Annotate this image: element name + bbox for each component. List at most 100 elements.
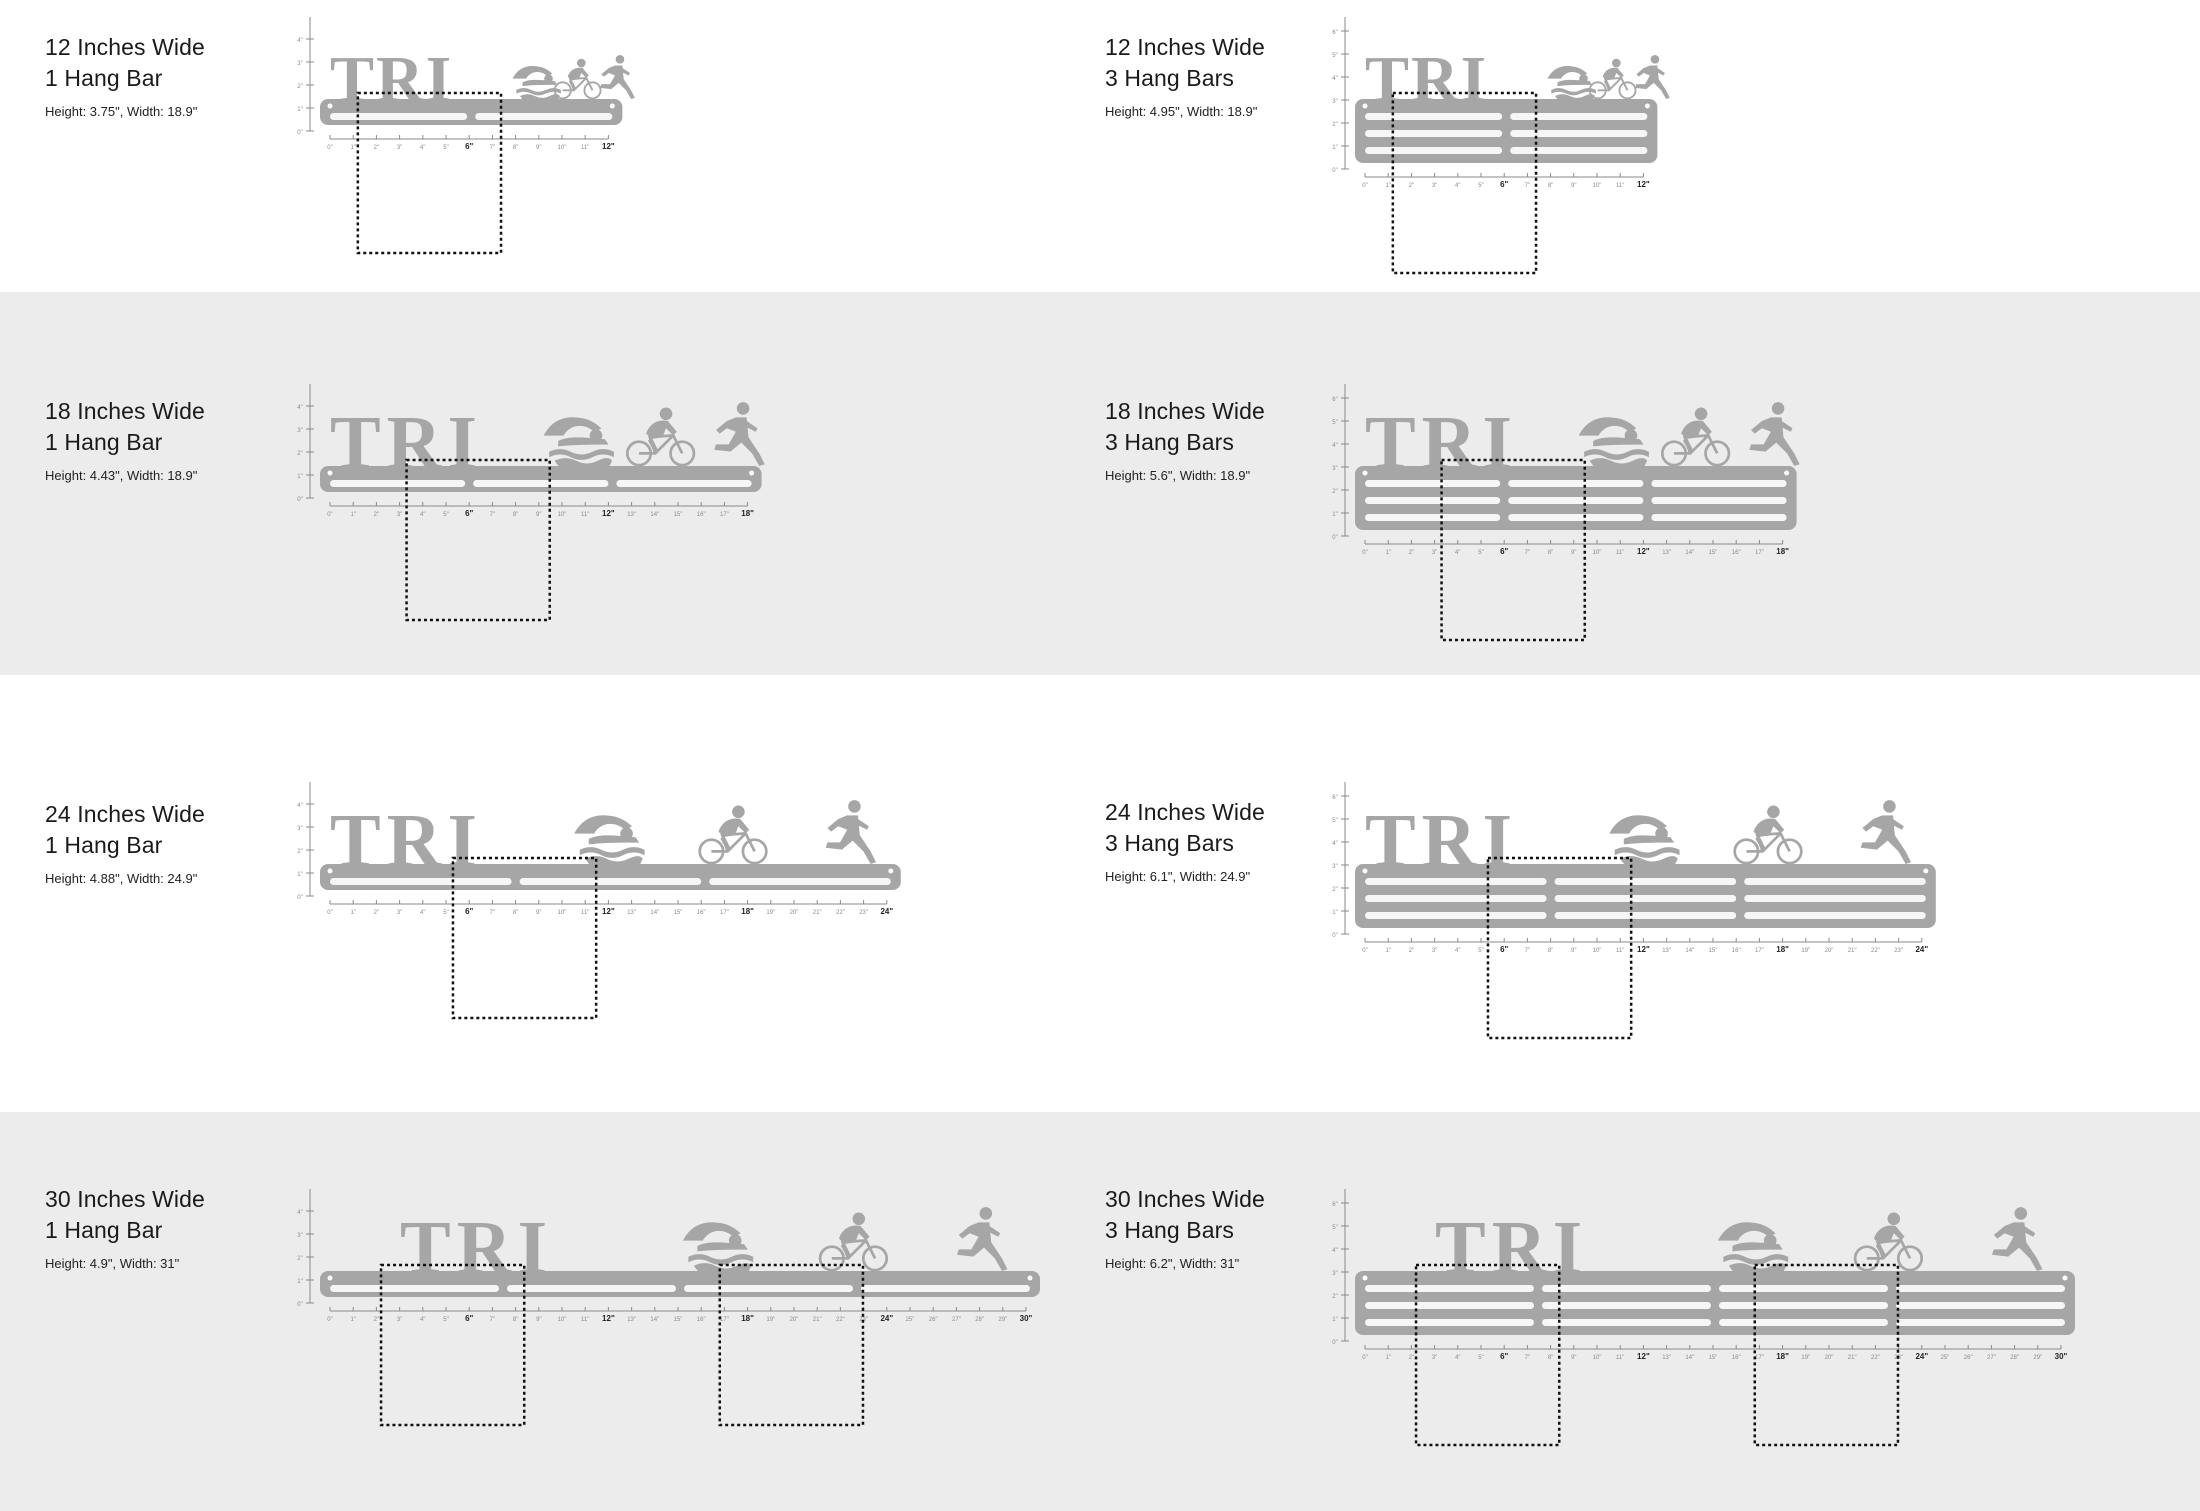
ruler-tick-label: 8" — [1548, 948, 1553, 954]
ruler-tick-label: 25" — [1941, 1355, 1950, 1361]
ruler-tick-label: 14" — [1685, 1355, 1694, 1361]
mount-hole — [1644, 103, 1650, 109]
runner-head — [736, 402, 750, 415]
ruler-tick-label: 17" — [1755, 948, 1764, 954]
ruler-tick-label: 14" — [1685, 948, 1694, 954]
wave-bottom — [585, 856, 643, 867]
hang-plate — [319, 466, 762, 493]
horizontal-ruler: 0"1"2"3"4"5"6"7"8"9"10"11"12"13"14"15"16… — [1362, 1345, 2068, 1361]
ruler-tick-label: 8" — [1548, 550, 1553, 556]
ruler-tick-label: 0" — [297, 130, 302, 136]
cyclist-icon — [1853, 1212, 1924, 1272]
mount-hole — [1362, 868, 1368, 874]
swimmer-icon — [1547, 66, 1596, 102]
hang-bar-slot — [1365, 1285, 1534, 1292]
wheel-front — [669, 440, 696, 467]
wave-bottom — [1620, 856, 1678, 867]
ruler-tick-label: 16" — [697, 512, 706, 518]
hang-bar-slot — [1896, 1302, 2065, 1309]
width-title: 24 Inches Wide — [45, 801, 205, 827]
cyclist-icon — [698, 805, 768, 865]
cyclist-head — [576, 58, 586, 68]
ruler-tick-label: 11" — [1616, 183, 1624, 189]
hang-bar-slot — [1651, 514, 1787, 522]
runner-head — [979, 1207, 993, 1220]
swimmer-body — [1557, 79, 1593, 87]
wave-bottom — [1589, 458, 1648, 469]
ruler-tick-label: 11" — [1616, 948, 1624, 954]
ruler-tick-label: 6" — [465, 509, 473, 518]
runner-icon — [1749, 402, 1800, 467]
runner-arm — [987, 1226, 1001, 1237]
ruler-tick-label: 18" — [741, 1314, 754, 1323]
cyclist-leg — [568, 79, 577, 91]
hang-bar-slot — [1364, 113, 1503, 121]
runner-icon — [600, 54, 635, 100]
variant-24-3bar: 24 Inches Wide 3 Hang Bars Height: 6.1",… — [1060, 675, 2160, 1112]
dimensions: Height: 4.43", Width: 18.9" — [45, 468, 198, 483]
ruler-tick-label: 10" — [1593, 948, 1602, 954]
swimmer-arm — [683, 1222, 741, 1241]
cyclist-leg — [1875, 1242, 1887, 1259]
ruler-tick-label: 2" — [374, 512, 379, 518]
bar-count: 1 Hang Bar — [45, 832, 163, 858]
ruler-tick-label: 0" — [1332, 933, 1337, 939]
ruler-tick-label: 9" — [1571, 183, 1576, 189]
hang-bar-slot — [1508, 480, 1644, 488]
cyclist-head — [659, 407, 673, 421]
ruler-tick-label: 1" — [1332, 512, 1337, 518]
ruler-tick-label: 5" — [443, 512, 448, 518]
wave-bottom — [554, 458, 613, 469]
ruler-tick-label: 0" — [1332, 1340, 1337, 1346]
ruler-tick-label: 5" — [1332, 1225, 1337, 1231]
mount-hole — [749, 470, 755, 476]
ruler-tick-label: 2" — [297, 849, 302, 855]
hang-bar-slot — [1896, 1319, 2065, 1326]
ruler-tick-label: 10" — [1593, 183, 1602, 189]
vertical-ruler: 0"1"2"3"4"5"6" — [1332, 17, 1349, 174]
hang-bar-slot — [1364, 497, 1501, 505]
variant-label: 12 Inches Wide 1 Hang Bar Height: 3.75",… — [45, 32, 205, 119]
hang-bar-slot — [1744, 912, 1926, 920]
bar-count: 1 Hang Bar — [45, 1217, 163, 1243]
ruler-tick-label: 0" — [297, 497, 302, 503]
ruler-tick-label: 9" — [1571, 550, 1576, 556]
runner-body — [1860, 815, 1912, 865]
ruler-tick-label: 3" — [1332, 1271, 1337, 1277]
mount-hole — [888, 868, 894, 874]
ruler-tick-label: 4" — [1332, 443, 1337, 449]
cyclist-leg — [720, 835, 732, 852]
ruler-tick-label: 3" — [1432, 1355, 1437, 1361]
mount-hole — [1362, 103, 1368, 109]
ruler-tick-label: 2" — [1332, 122, 1337, 128]
ruler-tick-label: 3" — [1432, 948, 1437, 954]
ruler-tick-label: 2" — [1409, 183, 1414, 189]
swimmer-body — [697, 1242, 748, 1252]
ruler-tick-label: 10" — [558, 1317, 567, 1323]
ruler-tick-label: 3" — [297, 61, 302, 67]
bar-count: 3 Hang Bars — [1105, 65, 1234, 91]
ruler-tick-label: 18" — [1776, 945, 1789, 954]
wheel-front — [861, 1245, 889, 1272]
variant-12-1bar: 12 Inches Wide 1 Hang Bar Height: 3.75",… — [0, 0, 1100, 292]
ruler-tick-label: 4" — [297, 405, 302, 411]
runner-icon — [825, 800, 877, 865]
ruler-tick-label: 5" — [443, 145, 448, 151]
hang-plate — [320, 1271, 1040, 1297]
vertical-ruler: 0"1"2"3"4" — [297, 782, 314, 901]
hang-bar-slot — [1508, 497, 1644, 505]
hang-bar-slot — [1554, 895, 1737, 903]
swimmer-body — [558, 437, 609, 447]
ruler-tick-label: 16" — [1732, 1355, 1741, 1361]
ruler-tick-label: 4" — [297, 1210, 302, 1216]
hang-bar-slot — [519, 878, 702, 886]
rack-diagram: 0"1"2"3"4"TRI0"1"2"3"4"5"6"7"8"9"10"11"1… — [297, 1189, 1040, 1427]
ruler-tick-label: 12" — [602, 1314, 615, 1323]
hang-bar-slot — [861, 1285, 1030, 1292]
ruler-tick-label: 5" — [1332, 818, 1337, 824]
ruler-tick-label: 0" — [1332, 168, 1337, 174]
ruler-tick-label: 9" — [536, 1317, 541, 1323]
ruler-tick-label: 2" — [1332, 887, 1337, 893]
ruler-tick-label: 2" — [374, 910, 379, 916]
ruler-tick-label: 8" — [513, 1317, 518, 1323]
